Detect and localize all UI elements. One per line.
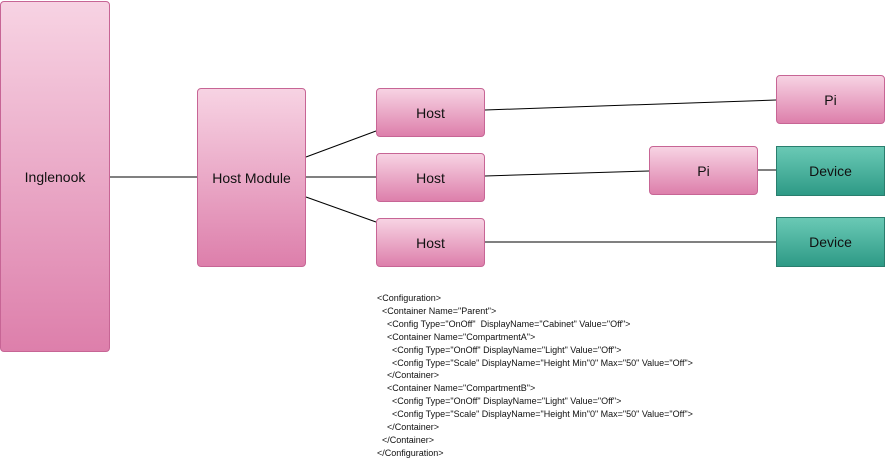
xml-line: </Container> bbox=[377, 370, 440, 381]
edge-host1-pi bbox=[484, 99, 777, 111]
node-host-1[interactable]: Host bbox=[376, 88, 485, 137]
node-inglenook[interactable]: Inglenook bbox=[0, 1, 110, 352]
node-device-1[interactable]: Device bbox=[776, 146, 885, 196]
xml-line: <Config Type="OnOff" DisplayName="Light"… bbox=[377, 344, 622, 355]
node-device-2-label: Device bbox=[809, 234, 852, 250]
xml-line: <Config Type="Scale" DisplayName="Height… bbox=[377, 409, 693, 420]
xml-line: <Config Type="Scale" DisplayName="Height… bbox=[377, 357, 693, 368]
edge-hostmodule-host1 bbox=[305, 130, 377, 158]
node-pi-mid[interactable]: Pi bbox=[649, 146, 758, 195]
xml-line: </Container> bbox=[377, 434, 435, 445]
xml-line: <Container Name="CompartmentB"> bbox=[377, 383, 536, 394]
node-host-module-label: Host Module bbox=[212, 169, 291, 186]
xml-line: <Container Name="Parent"> bbox=[377, 305, 497, 316]
node-host-1-label: Host bbox=[416, 104, 445, 121]
node-host-2-label: Host bbox=[416, 169, 445, 186]
node-host-3-label: Host bbox=[416, 234, 445, 251]
node-host-module[interactable]: Host Module bbox=[197, 88, 306, 267]
xml-line: <Container Name="CompartmentA"> bbox=[377, 331, 536, 342]
node-device-1-label: Device bbox=[809, 163, 852, 179]
node-device-2[interactable]: Device bbox=[776, 217, 885, 267]
node-inglenook-label: Inglenook bbox=[24, 168, 86, 185]
xml-line: </Container> bbox=[377, 422, 440, 433]
xml-line: <Configuration> bbox=[377, 293, 442, 303]
edge-hostmodule-host3 bbox=[305, 196, 377, 223]
node-host-2[interactable]: Host bbox=[376, 153, 485, 202]
node-host-3[interactable]: Host bbox=[376, 218, 485, 267]
node-pi-top[interactable]: Pi bbox=[776, 75, 885, 124]
edge-host2-pi bbox=[484, 170, 650, 177]
node-pi-mid-label: Pi bbox=[697, 162, 710, 179]
node-pi-top-label: Pi bbox=[824, 91, 837, 108]
xml-line: </Configuration> bbox=[377, 447, 444, 458]
xml-line: <Config Type="OnOff" DisplayName="Light"… bbox=[377, 396, 622, 407]
xml-line: <Config Type="OnOff" DisplayName="Cabine… bbox=[377, 318, 631, 329]
xml-configuration-snippet: <Configuration> <Container Name="Parent"… bbox=[377, 292, 693, 460]
